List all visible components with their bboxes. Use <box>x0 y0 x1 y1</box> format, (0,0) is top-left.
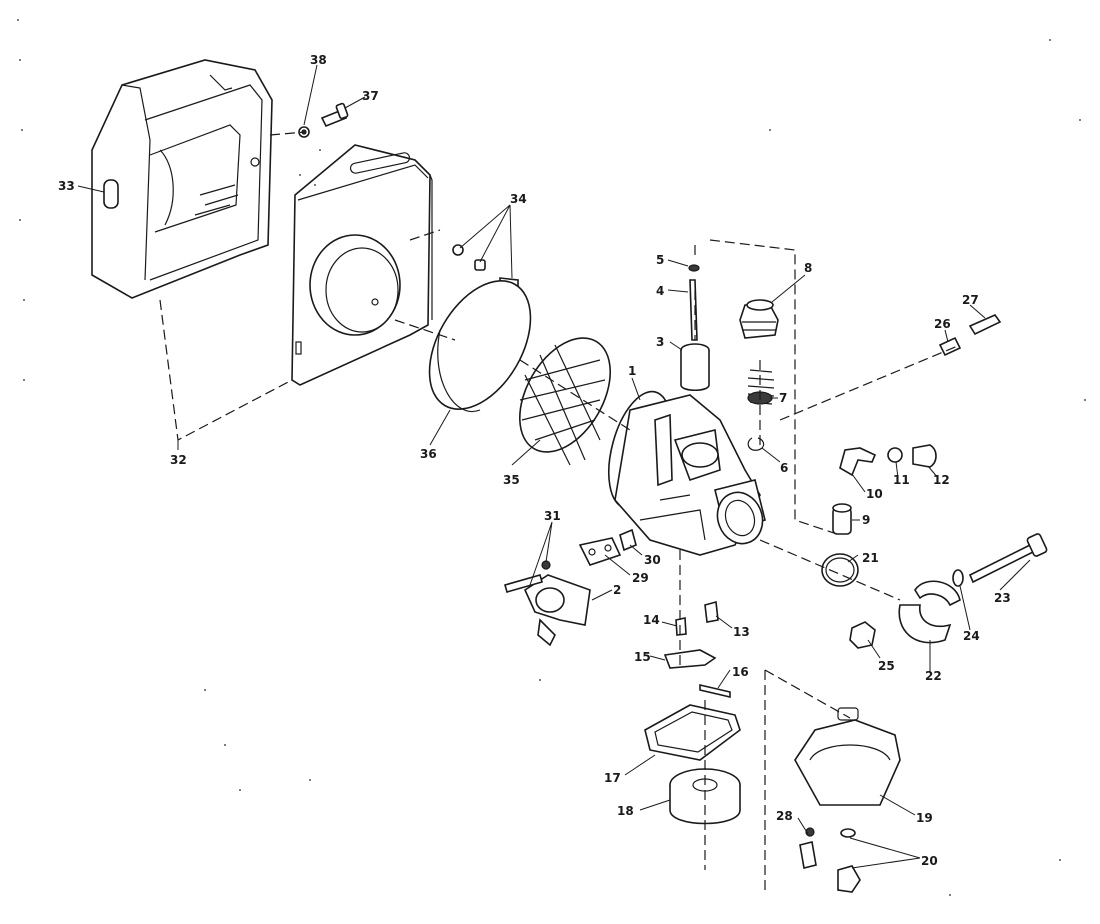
callout-8: 8 <box>804 261 812 275</box>
callout-35: 35 <box>503 473 520 487</box>
callout-37: 37 <box>362 89 379 103</box>
callout-30: 30 <box>644 553 661 567</box>
scan-noise <box>17 19 1086 896</box>
callout-12: 12 <box>933 473 950 487</box>
needle-valve-14 <box>675 617 687 636</box>
gasket-29 <box>578 537 622 566</box>
callout-9: 9 <box>862 513 870 527</box>
elbow-fitting <box>839 447 877 477</box>
callout-25: 25 <box>878 659 895 673</box>
carb-cap <box>739 299 779 339</box>
callout-13: 13 <box>733 625 750 639</box>
callout-26: 26 <box>934 317 951 331</box>
callout-3: 3 <box>656 335 664 349</box>
callout-34: 34 <box>510 192 527 206</box>
callout-38-washer: 38 <box>310 53 327 67</box>
throttle-slide <box>680 343 710 392</box>
filter-element <box>428 280 532 413</box>
clip-5 <box>688 264 700 272</box>
clamp-22 <box>898 580 961 644</box>
callout-29: 29 <box>632 571 649 585</box>
air-cleaner-cover <box>91 59 273 299</box>
callout-11: 11 <box>893 473 910 487</box>
pilot-screw <box>938 314 1002 357</box>
air-cleaner-base <box>291 144 433 386</box>
main-jet-13 <box>704 600 719 623</box>
callout-22: 22 <box>925 669 942 683</box>
callout-7: 7 <box>779 391 787 405</box>
assembly-lines <box>159 131 961 890</box>
float-pin-16 <box>699 683 731 699</box>
drain-screw-28 <box>799 827 817 869</box>
callout-32: 32 <box>170 453 187 467</box>
leader-lines <box>77 64 1031 869</box>
choke-lever <box>523 574 591 647</box>
jet-needle <box>689 279 698 341</box>
callout-28: 28 <box>776 809 793 823</box>
callout-1: 1 <box>628 364 636 378</box>
callout-2: 2 <box>613 583 621 597</box>
spring-7 <box>747 369 775 405</box>
callout-5: 5 <box>656 253 664 267</box>
callout-14: 14 <box>643 613 660 627</box>
callout-4: 4 <box>656 284 664 298</box>
callout-27: 27 <box>962 293 979 307</box>
fuel-nipple-9 <box>832 503 852 535</box>
callout-21: 21 <box>862 551 879 565</box>
callout-23: 23 <box>994 591 1011 605</box>
callout-31: 31 <box>544 509 561 523</box>
bolt-23 <box>968 533 1048 584</box>
callout-36: 36 <box>420 447 437 461</box>
callout-15: 15 <box>634 650 651 664</box>
screws-31 <box>504 560 551 593</box>
cap-12 <box>912 444 937 468</box>
gasket-17 <box>644 704 741 761</box>
callout-10: 10 <box>866 487 883 501</box>
callout-labels: 38 37 33 34 32 36 35 1 2 3 4 5 6 7 8 9 1… <box>58 53 1011 868</box>
carburetor-body <box>608 390 766 556</box>
screw-37 <box>320 102 349 128</box>
callout-33: 33 <box>58 179 75 193</box>
screw-30 <box>619 528 637 552</box>
callout-24: 24 <box>963 629 980 643</box>
callout-16: 16 <box>732 665 749 679</box>
washer-24 <box>952 569 964 587</box>
callout-18: 18 <box>617 804 634 818</box>
callout-17: 17 <box>604 771 621 785</box>
drain-plug-20 <box>837 828 861 893</box>
callout-19: 19 <box>916 811 933 825</box>
callout-20: 20 <box>921 854 938 868</box>
clip-6 <box>747 437 765 451</box>
callout-6: 6 <box>780 461 788 475</box>
float-bowl-19 <box>794 707 901 806</box>
nut-11 <box>887 447 903 463</box>
float-arm-15 <box>663 649 717 669</box>
filter-screen <box>518 337 612 466</box>
